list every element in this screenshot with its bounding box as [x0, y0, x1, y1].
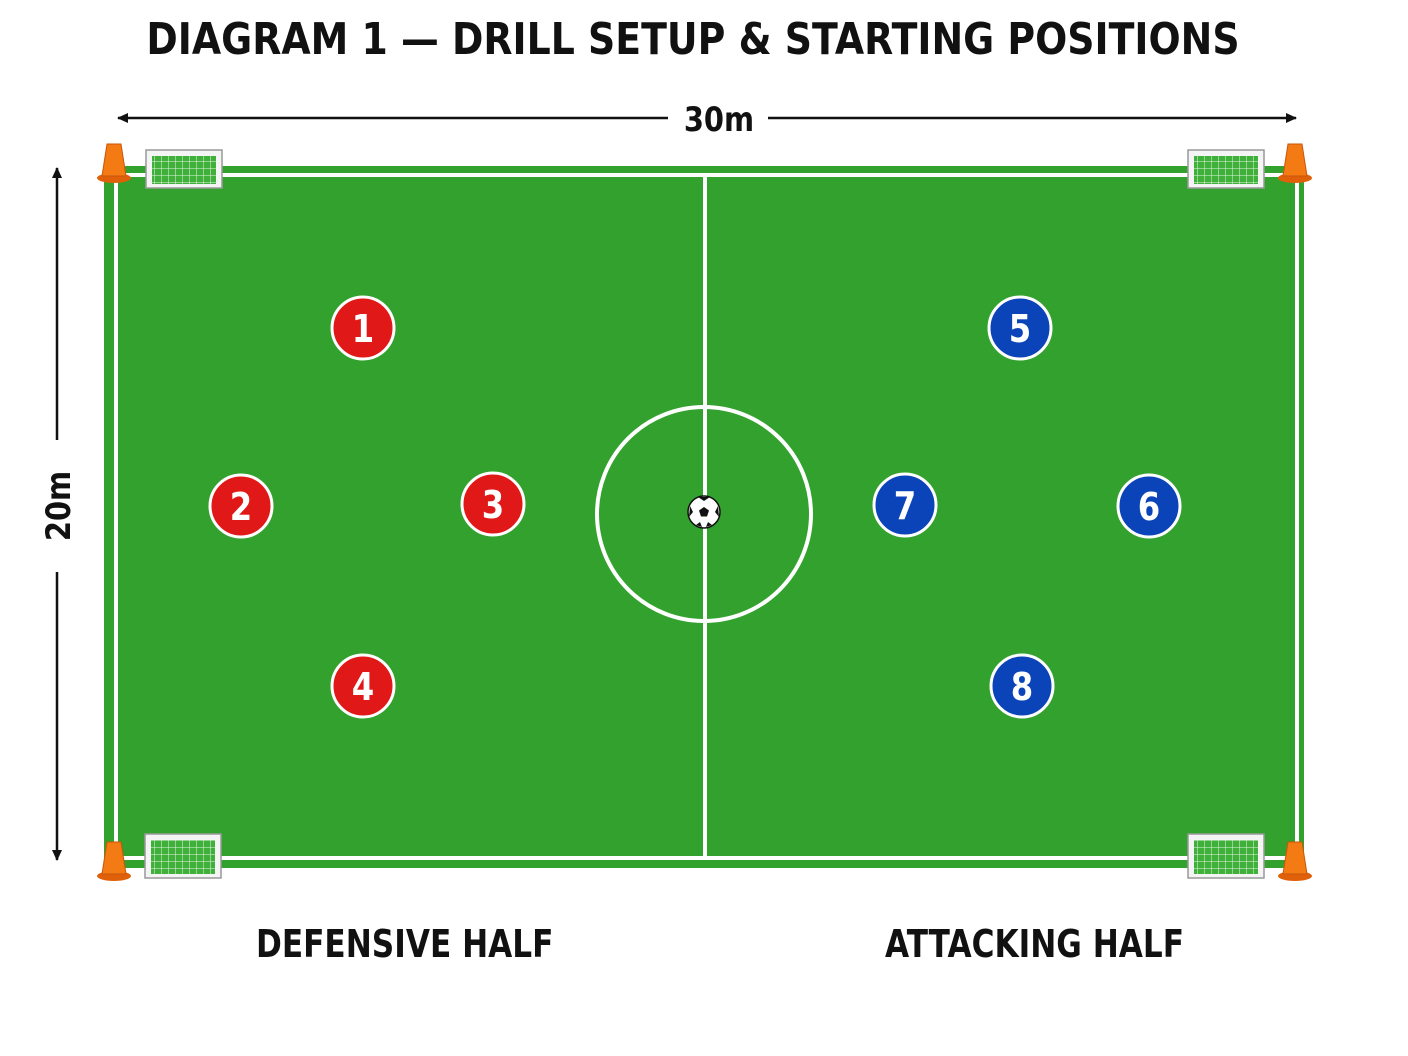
player-number: 6 — [1138, 486, 1160, 530]
player-number: 1 — [352, 308, 374, 352]
goal-bottom-right — [1187, 833, 1265, 879]
player-6: 6 — [1116, 473, 1182, 539]
goal-top-left — [145, 149, 223, 189]
player-2: 2 — [208, 473, 274, 539]
player-8: 8 — [989, 653, 1055, 719]
player-number: 3 — [482, 484, 504, 528]
player-5: 5 — [987, 295, 1053, 361]
cone-icon — [97, 143, 131, 183]
width-dimension: 30m — [117, 101, 1297, 140]
goal-bottom-left — [144, 833, 222, 879]
player-4: 4 — [330, 653, 396, 719]
player-7: 7 — [872, 472, 938, 538]
diagram-title: DIAGRAM 1 — DRILL SETUP & STARTING POSIT… — [146, 14, 1240, 65]
defensive-half-label: DEFENSIVE HALF — [256, 922, 554, 966]
cone-icon — [97, 841, 131, 881]
goal-top-right — [1187, 149, 1265, 189]
soccer-ball-icon — [687, 495, 721, 529]
player-3: 3 — [460, 471, 526, 537]
height-label: 20m — [40, 471, 79, 541]
cone-icon — [1278, 841, 1312, 881]
player-number: 8 — [1011, 666, 1033, 710]
height-dimension: 20m — [40, 167, 79, 861]
player-1: 1 — [330, 295, 396, 361]
player-number: 5 — [1009, 308, 1031, 352]
attacking-half-label: ATTACKING HALF — [885, 922, 1185, 966]
player-number: 4 — [352, 666, 374, 710]
center-circle — [595, 405, 813, 623]
player-number: 2 — [230, 486, 252, 530]
player-number: 7 — [894, 485, 916, 529]
cone-icon — [1278, 143, 1312, 183]
width-label: 30m — [684, 101, 754, 140]
